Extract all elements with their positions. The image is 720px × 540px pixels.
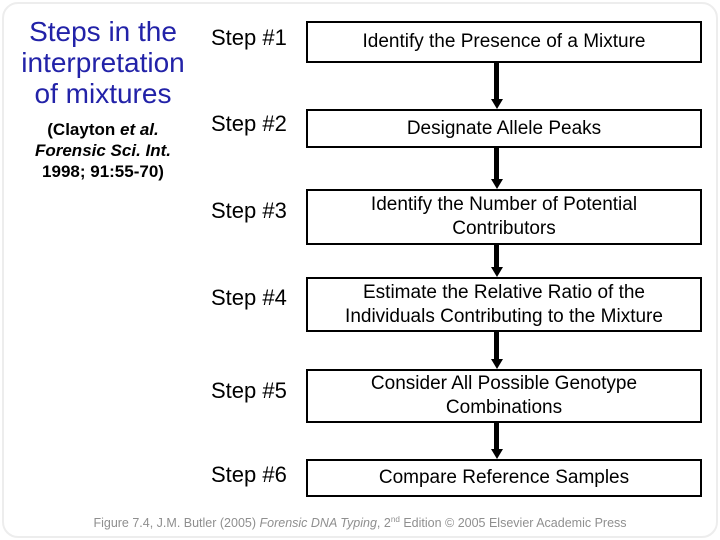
citation-line-1: (Clayton et al. xyxy=(0,119,206,140)
arrow-shaft xyxy=(494,63,499,99)
footer-middle: , 2 xyxy=(376,516,391,530)
step-label-5: Step #5 xyxy=(211,378,287,403)
arrow-head-icon xyxy=(490,267,503,277)
arrow-head-icon xyxy=(490,179,503,189)
footer-book-title: Forensic DNA Typing xyxy=(259,516,377,530)
step-label-1: Step #1 xyxy=(211,25,287,50)
step-box-3-text: Identify the Number of Potential Contrib… xyxy=(370,194,638,239)
step-label-6: Step #6 xyxy=(211,462,287,487)
step-box-2: Designate Allele Peaks xyxy=(306,109,702,148)
step-box-1: Identify the Presence of a Mixture xyxy=(306,21,702,63)
step-label-2: Step #2 xyxy=(211,111,287,136)
step-box-6-text: Compare Reference Samples xyxy=(378,467,630,488)
citation-year-pages: 1998; 91:55-70) xyxy=(42,162,164,181)
down-arrow-5 xyxy=(490,423,503,459)
arrow-shaft xyxy=(494,148,499,179)
arrow-head-icon xyxy=(490,99,503,109)
title-line-1: Steps in the xyxy=(29,16,177,47)
arrow-shaft xyxy=(494,332,499,359)
citation: (Clayton et al. Forensic Sci. Int. 1998;… xyxy=(0,119,206,182)
down-arrow-3 xyxy=(490,245,503,277)
citation-authors: (Clayton xyxy=(47,120,120,139)
step-box-3: Identify the Number of Potential Contrib… xyxy=(306,189,702,245)
step-box-5: Consider All Possible Genotype Combinati… xyxy=(306,369,702,423)
arrow-shaft xyxy=(494,245,499,267)
step-box-5-text: Consider All Possible Genotype Combinati… xyxy=(370,373,638,418)
title-line-3: of mixtures xyxy=(34,78,172,109)
citation-et-al: et al. xyxy=(119,120,159,139)
arrow-shaft xyxy=(494,423,499,449)
citation-journal: Forensic Sci. Int. xyxy=(34,141,172,160)
step-box-2-text: Designate Allele Peaks xyxy=(406,117,602,139)
down-arrow-2 xyxy=(490,148,503,189)
arrow-head-icon xyxy=(490,449,503,459)
step-box-4: Estimate the Relative Ratio of the Indiv… xyxy=(306,277,702,332)
step-box-6: Compare Reference Samples xyxy=(306,459,702,497)
arrow-head-icon xyxy=(490,359,503,369)
step-label-3: Step #3 xyxy=(211,198,287,223)
down-arrow-4 xyxy=(490,332,503,369)
slide-title: Steps in the interpretation of mixtures xyxy=(0,16,206,109)
step-label-4: Step #4 xyxy=(211,285,287,310)
down-arrow-1 xyxy=(490,63,503,109)
footer-superscript: nd xyxy=(390,514,400,524)
footer-prefix: Figure 7.4, J.M. Butler (2005) xyxy=(93,516,260,530)
step-box-4-text: Estimate the Relative Ratio of the Indiv… xyxy=(345,281,663,327)
footer-credit: Figure 7.4, J.M. Butler (2005) Forensic … xyxy=(0,514,720,531)
title-line-2: interpretation xyxy=(21,47,185,78)
footer-suffix: Edition © 2005 Elsevier Academic Press xyxy=(399,516,627,530)
step-box-1-text: Identify the Presence of a Mixture xyxy=(362,31,646,52)
